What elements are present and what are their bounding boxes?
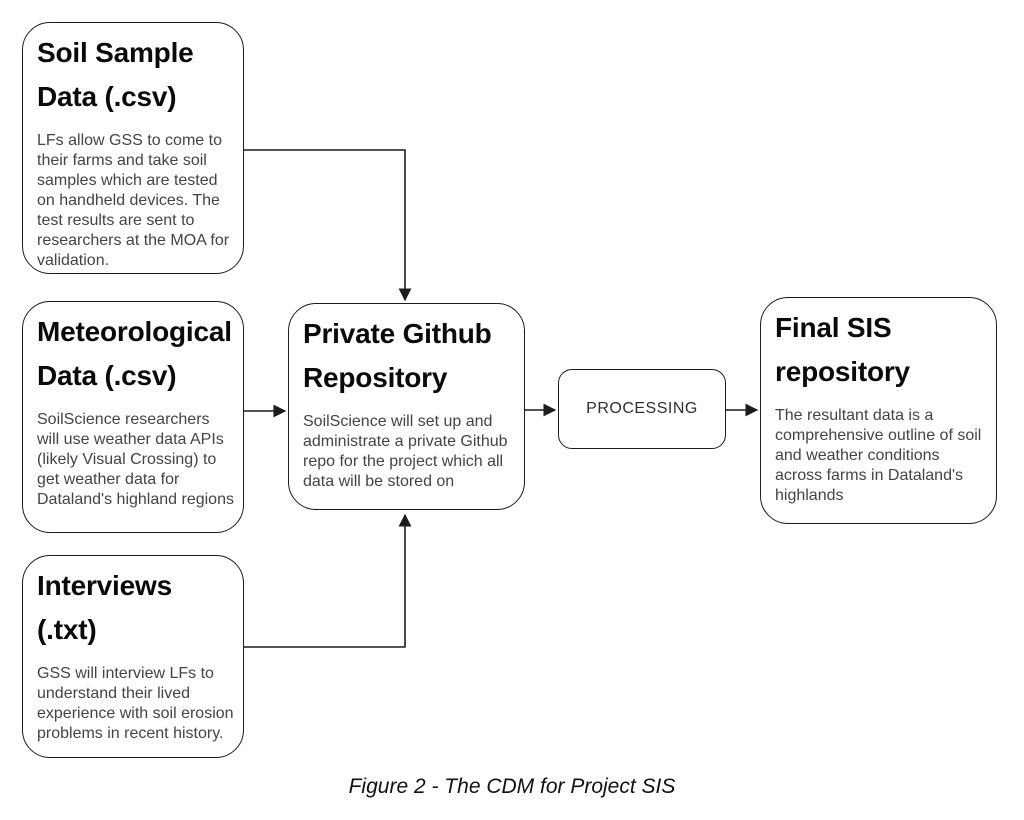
node-soil-sample-data: Soil Sample Data (.csv) LFs allow GSS to…	[22, 22, 244, 274]
node-title: Interviews (.txt)	[37, 570, 172, 646]
node-body: SoilScience will set up and administrate…	[303, 413, 508, 491]
node-meteorological-data: Meteorological Data (.csv) SoilScience r…	[22, 301, 244, 533]
node-body: GSS will interview LFs to understand the…	[37, 665, 234, 743]
node-body: LFs allow GSS to come to their farms and…	[37, 132, 230, 270]
node-interviews: Interviews (.txt) GSS will interview LFs…	[22, 555, 244, 758]
processing-label: PROCESSING	[586, 400, 698, 417]
node-processing: PROCESSING	[558, 369, 726, 449]
node-title: Meteorological Data (.csv)	[37, 316, 232, 392]
arrow-interviews-to-github	[244, 513, 412, 648]
node-title: Final SIS repository	[775, 312, 910, 388]
node-final-sis-repository: Final SIS repository The resultant data …	[760, 297, 997, 524]
node-title: Soil Sample Data (.csv)	[37, 37, 194, 113]
node-title: Private Github Repository	[303, 318, 492, 394]
node-body: The resultant data is a comprehensive ou…	[775, 407, 982, 505]
arrow-soil-to-github	[244, 149, 412, 302]
figure-caption: Figure 2 - The CDM for Project SIS	[348, 775, 676, 798]
node-private-github-repository: Private Github Repository SoilScience wi…	[288, 303, 525, 510]
node-body: SoilScience researchers will use weather…	[37, 411, 234, 509]
